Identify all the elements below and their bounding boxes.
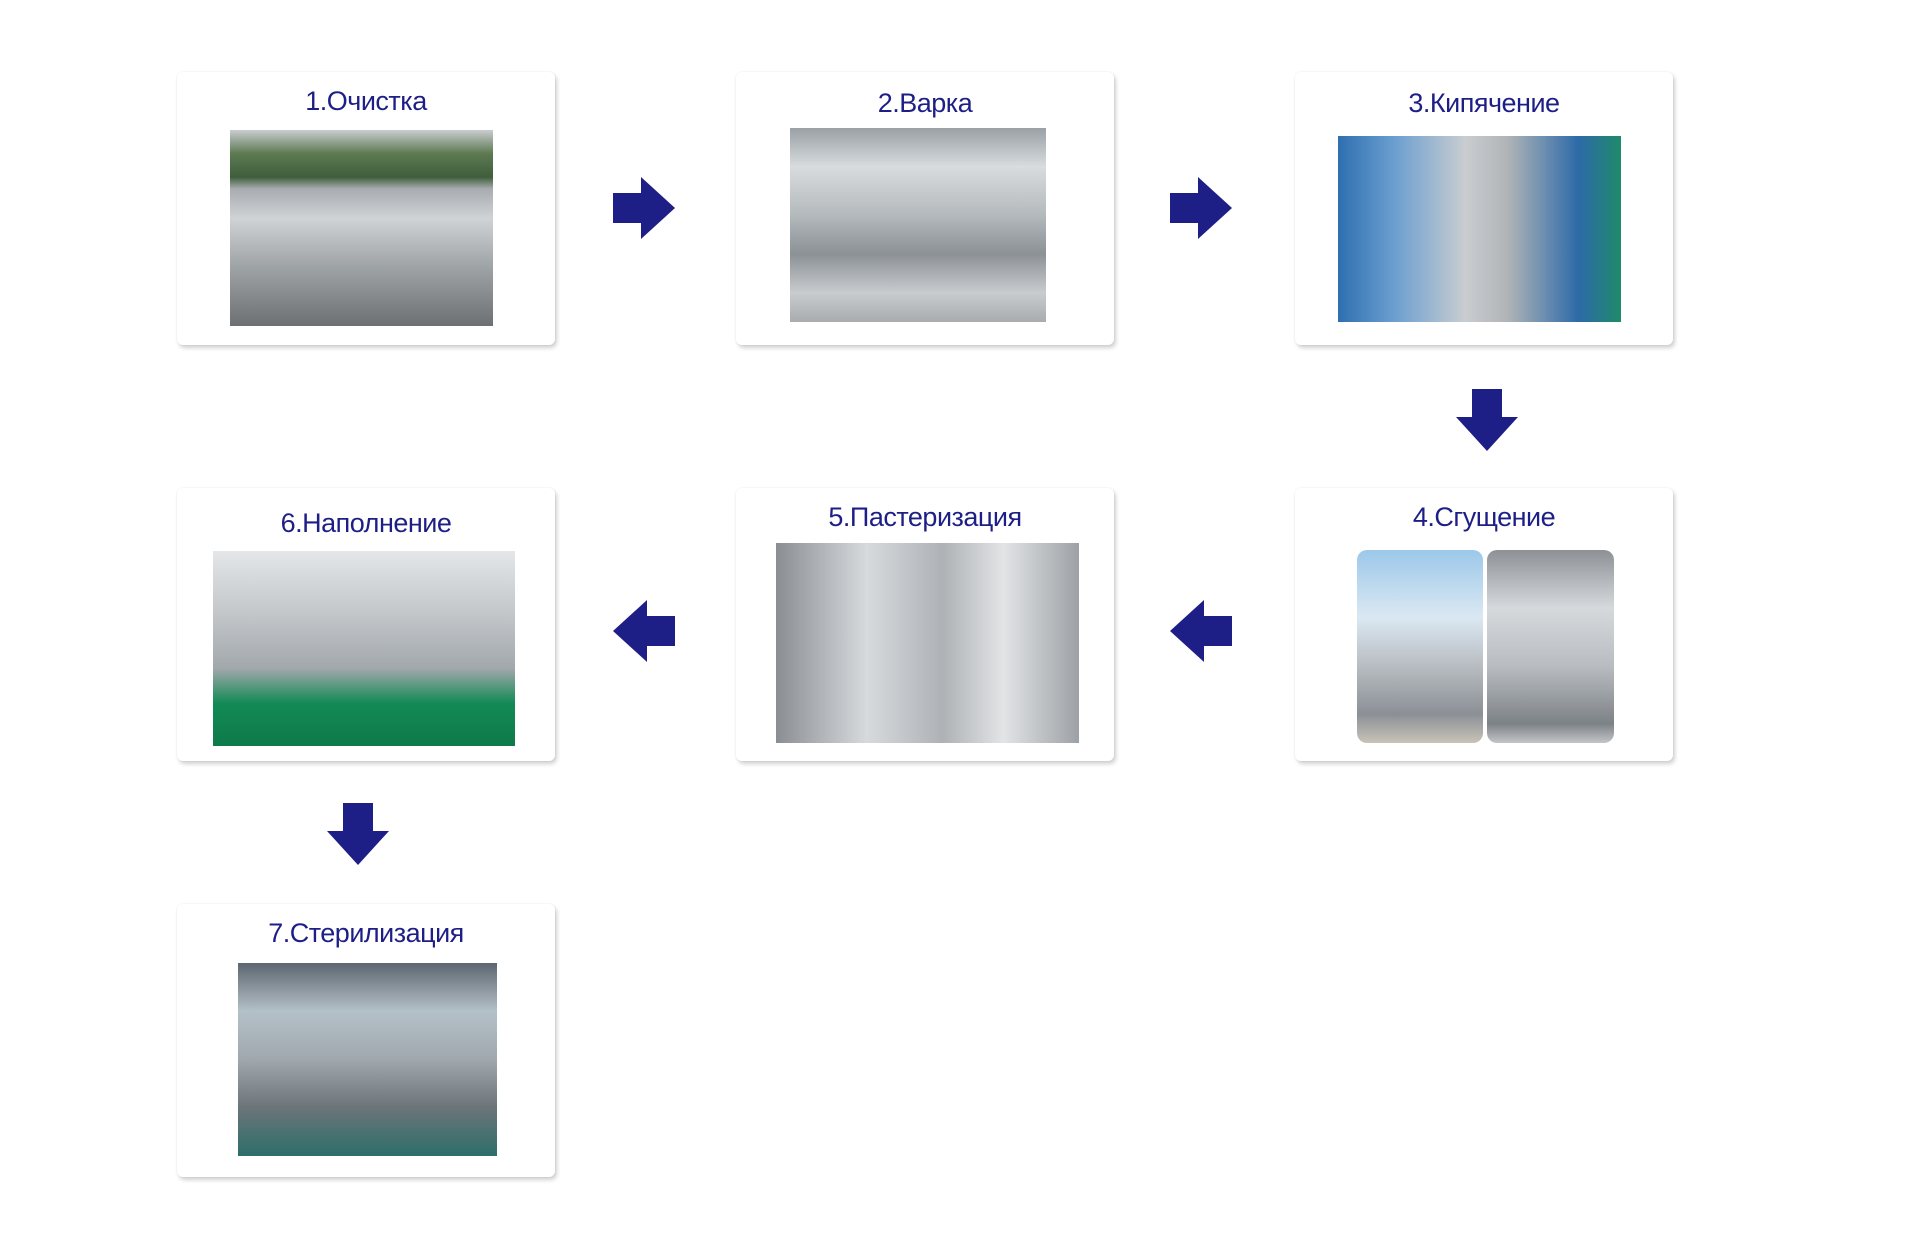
arrow-left-icon [1170,600,1232,662]
step-title: 5.Пастеризация [828,502,1022,532]
arrow-left-icon [613,600,675,662]
step-title: 1.Очистка [305,86,427,116]
step-title: 7.Стерилизация [268,918,464,948]
step-card-filling: 6.Наполнение [177,488,555,761]
step-title: 6.Наполнение [280,508,452,538]
step-card-pasteurization: 5.Пастеризация [736,488,1114,761]
step-card-cleaning: 1.Очистка [177,72,555,345]
sterilizer-photo [238,963,497,1156]
arrow-right-icon [1170,177,1232,239]
pasteurizer-photo [776,543,1079,743]
boiling-kettle-photo [1338,136,1621,322]
step-title: 3.Кипячение [1408,88,1560,118]
step-card-sterilization: 7.Стерилизация [177,904,555,1177]
cooking-machine-photo [790,128,1046,322]
arrow-down-icon [327,803,389,865]
washing-machine-photo [230,130,493,326]
step-title: 4.Сгущение [1412,502,1556,532]
step-card-cooking: 2.Варка [736,72,1114,345]
evaporator-photo-indoor [1487,550,1614,743]
arrow-right-icon [613,177,675,239]
evaporator-photo-outdoor [1357,550,1483,743]
step-card-concentration: 4.Сгущение [1295,488,1673,761]
step-title: 2.Варка [877,88,973,118]
filling-machine-photo [213,551,515,746]
step-card-boiling: 3.Кипячение [1295,72,1673,345]
arrow-down-icon [1456,389,1518,451]
